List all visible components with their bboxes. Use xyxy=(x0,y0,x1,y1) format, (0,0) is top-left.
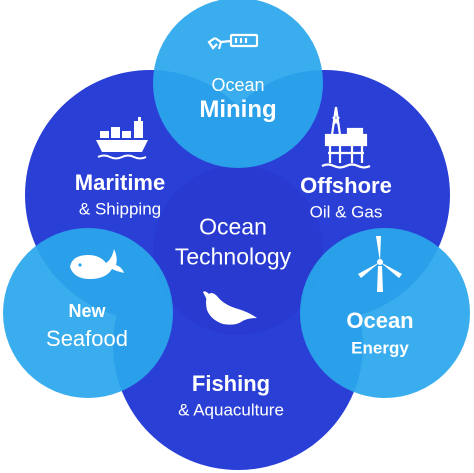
center-line1: Ocean xyxy=(199,213,267,240)
circle-ocean-energy xyxy=(300,228,470,398)
whale-icon xyxy=(70,249,124,279)
center-line2: Technology xyxy=(174,243,292,270)
cargo-ship-icon xyxy=(96,117,148,160)
overlap-shade xyxy=(153,165,323,335)
maritime-line1: Maritime xyxy=(74,170,166,195)
ocean-energy-line2: Energy xyxy=(351,338,409,358)
mining-robot-icon xyxy=(207,33,259,50)
new-seafood-line2: Seafood xyxy=(46,326,128,351)
offshore-line1: Offshore xyxy=(300,173,392,198)
oil-rig-icon xyxy=(321,106,371,169)
ocean-mining-line1: Ocean xyxy=(211,75,265,95)
ocean-energy-line1: Ocean xyxy=(346,308,414,333)
wind-turbine-icon xyxy=(358,236,402,292)
circle-ocean-mining xyxy=(153,0,323,168)
maritime-line2: & Shipping xyxy=(78,199,162,219)
fish-icon xyxy=(203,291,257,325)
ocean-mining-line2: Mining xyxy=(199,96,277,123)
new-seafood-line1: New xyxy=(68,301,106,321)
offshore-line2: Oil & Gas xyxy=(309,202,383,222)
fishing-line2: & Aquaculture xyxy=(178,400,284,420)
fishing-line1: Fishing xyxy=(191,371,271,396)
circle-new-seafood xyxy=(3,228,173,398)
